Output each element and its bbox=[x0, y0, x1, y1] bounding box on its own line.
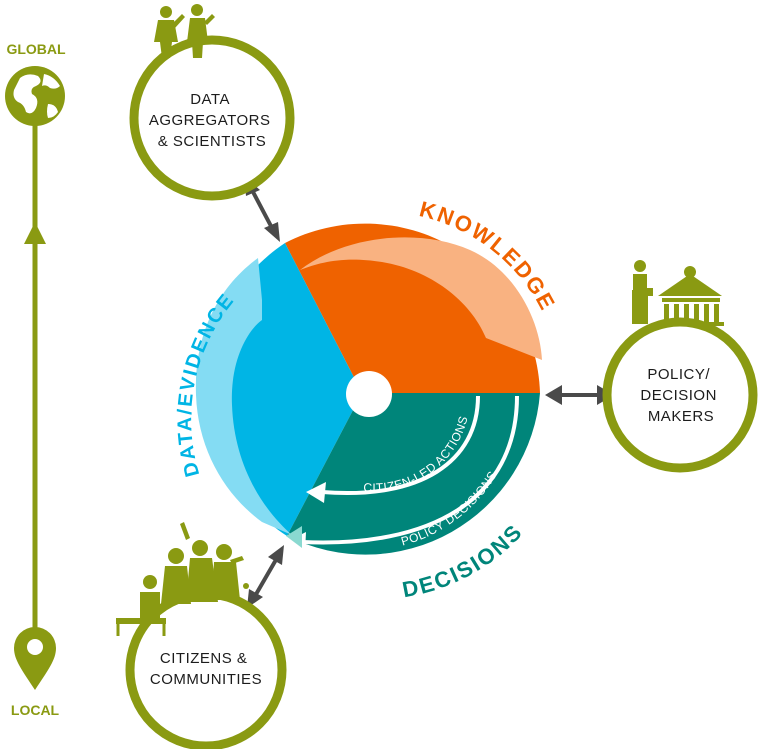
arrowhead-icon bbox=[545, 385, 562, 405]
hub-circle bbox=[346, 371, 392, 417]
government-building-icon bbox=[632, 260, 724, 326]
policy-decisions-arrow bbox=[301, 395, 519, 545]
citizen-actions-arrowhead bbox=[306, 482, 326, 503]
cycle-wheel bbox=[195, 223, 542, 555]
scale-local-label: LOCAL bbox=[11, 702, 60, 718]
arrowhead-icon bbox=[247, 589, 263, 608]
scale-global-label: GLOBAL bbox=[6, 41, 66, 57]
knowledge-flow-arrow bbox=[300, 237, 542, 360]
community-group-icon bbox=[116, 522, 249, 636]
arrowhead-icon bbox=[268, 545, 284, 565]
scale-bar: GLOBAL LOCAL bbox=[5, 41, 66, 718]
citizens-label: CITIZENS & COMMUNITIES bbox=[150, 650, 262, 688]
policy-makers-label: POLICY/ DECISION MAKERS bbox=[640, 366, 721, 425]
globe-icon bbox=[5, 66, 65, 126]
arrowhead-icon bbox=[264, 222, 280, 242]
scientists-label: DATA AGGREGATORS & SCIENTISTS bbox=[149, 91, 275, 150]
scientists-circle bbox=[129, 35, 295, 201]
decisions-segment bbox=[287, 393, 540, 555]
data-flow-arrow bbox=[195, 258, 292, 535]
up-arrow-icon bbox=[24, 222, 46, 244]
citizen-actions-arrow bbox=[321, 395, 480, 495]
connector-citizens bbox=[247, 545, 284, 608]
scientists-silhouette-icon bbox=[154, 4, 215, 58]
teal-corner-accent bbox=[286, 526, 302, 548]
location-pin-icon bbox=[14, 627, 56, 690]
